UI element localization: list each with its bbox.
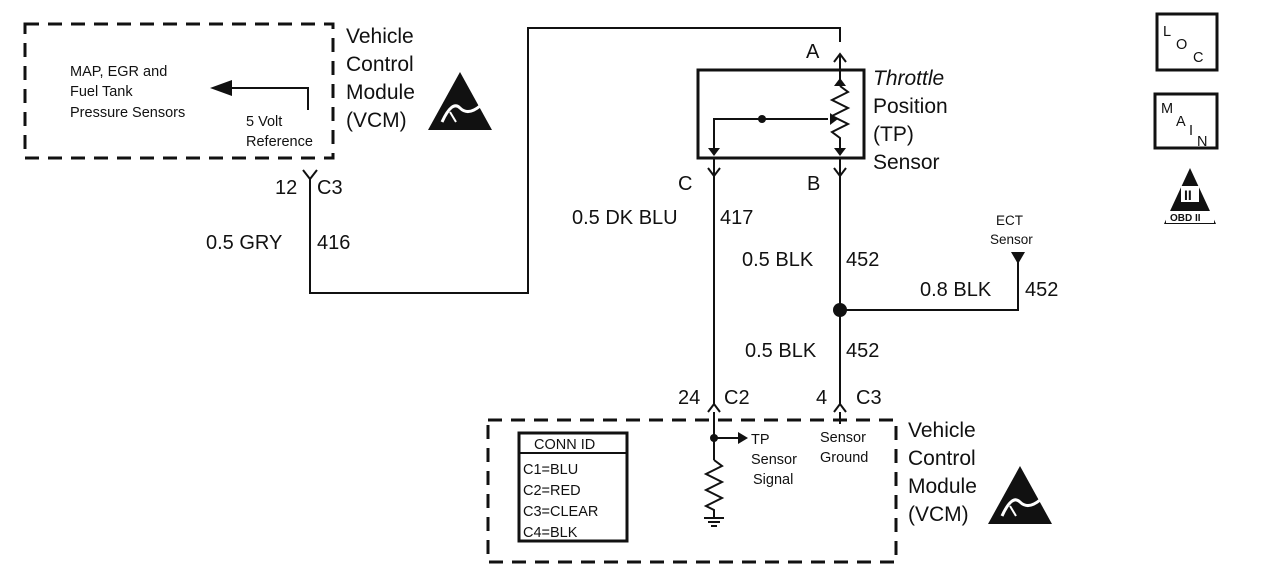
- sensors-label-line3: Pressure Sensors: [70, 105, 185, 121]
- vcm-bottom-name-line1: Vehicle: [908, 419, 976, 442]
- reference-arrow-head-icon: [210, 80, 232, 96]
- wire-452-lower-circuit: 452: [846, 340, 879, 362]
- signal-arrow-icon: [738, 432, 748, 444]
- tp-wiper-dot: [758, 115, 766, 123]
- main-icon-letter: I: [1189, 123, 1193, 139]
- wire-452-upper-gauge: 0.5 BLK: [742, 249, 814, 271]
- tp-name-line3: (TP): [873, 123, 914, 146]
- vcm-bottom-name-line2: Control: [908, 447, 976, 470]
- ect-label-line1: ECT: [996, 213, 1023, 228]
- vcm-top-connector: C3: [317, 177, 343, 199]
- obd-icon-label: OBD II: [1170, 213, 1201, 224]
- tp-name-line2: Position: [873, 95, 948, 118]
- vcm-signal-connector-icon: [707, 402, 721, 413]
- tp-sensor-housing: [696, 68, 866, 160]
- tp-pin-a: A: [806, 41, 820, 63]
- tp-pin-b: B: [807, 173, 820, 195]
- vcm-bottom-name-line3: Module: [908, 475, 977, 498]
- wire-452-upper-circuit: 452: [846, 249, 879, 271]
- vcm-top-boundary: [23, 22, 335, 160]
- vcm-top-connector-icon: [302, 169, 318, 181]
- ref-label-line1: 5 Volt: [246, 114, 282, 130]
- ref-label-line2: Reference: [246, 134, 313, 150]
- loc-icon[interactable]: L O C: [1155, 12, 1219, 72]
- pullup-resistor-icon: [703, 459, 725, 518]
- tp-resistor-top-arrow-icon: [834, 78, 846, 86]
- conn-id-row: C3=CLEAR: [523, 504, 598, 520]
- tp-pin-c: C: [678, 173, 692, 195]
- sensor-ground-label-line1: Sensor: [820, 430, 866, 446]
- obd-icon-numeral: II: [1184, 187, 1192, 203]
- tp-wiper-line: [713, 118, 828, 150]
- obd-ii-icon[interactable]: II OBD II: [1164, 168, 1216, 224]
- main-icon-letter: N: [1197, 134, 1207, 150]
- tp-name-line4: Sensor: [873, 151, 940, 174]
- esd-warning-icon: [988, 466, 1052, 524]
- wire-452-ect-gauge: 0.8 BLK: [920, 279, 992, 301]
- vcm-bottom-module: 24 C2 4 C3 CONN ID C1=BLU C2=RED C3=CLEA…: [486, 387, 1052, 564]
- loc-icon-letter: O: [1176, 37, 1187, 53]
- vcm-top-module: MAP, EGR and Fuel Tank Pressure Sensors …: [23, 22, 492, 199]
- vcm-top-name-line4: (VCM): [346, 109, 407, 132]
- reference-arrow-line: [232, 87, 309, 110]
- vcm-bottom-signal-connector: C2: [724, 387, 750, 409]
- main-icon-letter: M: [1161, 101, 1173, 117]
- wire-416-circuit: 416: [317, 232, 350, 254]
- loc-icon-letter: L: [1163, 24, 1171, 40]
- wire-417-circuit: 417: [720, 207, 753, 229]
- ect-connector-icon: [1011, 252, 1025, 264]
- sensors-label-line1: MAP, EGR and: [70, 64, 167, 80]
- wire-452-ect: [840, 262, 1019, 311]
- conn-id-row: C4=BLK: [523, 525, 578, 541]
- vcm-bottom-name-line4: (VCM): [908, 503, 969, 526]
- main-icon-letter: A: [1176, 114, 1186, 130]
- vcm-top-name-line1: Vehicle: [346, 25, 414, 48]
- vcm-top-pin-number: 12: [275, 177, 297, 199]
- tp-name-line1: Throttle: [873, 67, 944, 90]
- esd-warning-icon: [428, 72, 492, 130]
- wire-416-gauge: 0.5 GRY: [206, 232, 282, 254]
- conn-id-title: CONN ID: [534, 437, 595, 453]
- tp-sensor: A Throttle Position (TP) Sensor C B: [678, 41, 948, 195]
- conn-id-table: [517, 431, 629, 543]
- tp-signal-label-line1: TP: [751, 432, 770, 448]
- loc-icon-letter: C: [1193, 50, 1203, 66]
- ect-label-line2: Sensor: [990, 232, 1033, 247]
- wire-452-ect-circuit: 452: [1025, 279, 1058, 301]
- conn-id-row: C1=BLU: [523, 462, 578, 478]
- sensor-ground-label-line2: Ground: [820, 450, 868, 466]
- wire-416: [309, 27, 841, 294]
- main-icon[interactable]: M A I N: [1153, 92, 1219, 150]
- tp-signal-label-line3: Signal: [753, 472, 793, 488]
- vcm-bottom-ground-connector: C3: [856, 387, 882, 409]
- conn-id-row: C2=RED: [523, 483, 581, 499]
- tp-signal-label-line2: Sensor: [751, 452, 797, 468]
- tp-wiper-arrow-icon: [830, 113, 838, 125]
- tp-resistor-bottom-arrow-icon: [834, 148, 846, 156]
- vcm-bottom-signal-pin: 24: [678, 387, 700, 409]
- vcm-top-name-line3: Module: [346, 81, 415, 104]
- sensors-label-line2: Fuel Tank: [70, 84, 133, 100]
- ground-icon: [704, 517, 724, 527]
- vcm-bottom-ground-pin: 4: [816, 387, 827, 409]
- vcm-ground-connector-icon: [833, 402, 847, 413]
- tp-c-arrow-icon: [708, 148, 720, 156]
- wire-417-gauge: 0.5 DK BLU: [572, 207, 678, 229]
- vcm-top-name-line2: Control: [346, 53, 414, 76]
- wire-452-lower-gauge: 0.5 BLK: [745, 340, 817, 362]
